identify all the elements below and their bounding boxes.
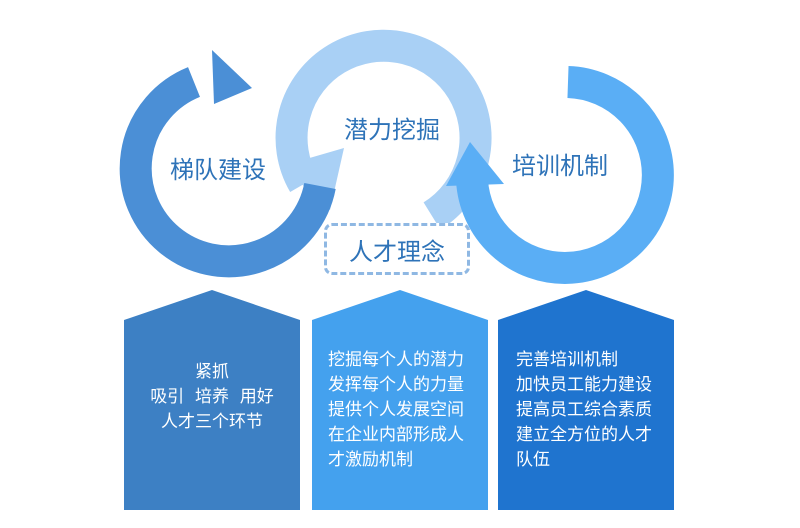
panel-left-shape — [124, 290, 300, 510]
panel-left-text: 紧抓 吸引 培养 用好 人才三个环节 — [124, 360, 300, 435]
panel-middle-line: 才激励机制 — [328, 450, 413, 470]
panel-middle-line: 发挥每个人的力量 — [328, 375, 464, 395]
top-cycle-label: 潜力挖掘 — [344, 116, 440, 144]
left-cycle-ring — [119, 67, 336, 278]
panel-right-line: 提高员工综合素质 — [516, 400, 652, 420]
panel-middle-text: 挖掘每个人的潜力 发挥每个人的力量 提供个人发展空间 在企业内部形成人 才激励机… — [328, 348, 464, 473]
panel-right-line: 队伍 — [516, 450, 550, 470]
panel-middle-line: 在企业内部形成人 — [328, 425, 464, 445]
panel-left-line: 人才三个环节 — [161, 412, 263, 432]
panel-right-line: 完善培训机制 — [516, 350, 618, 370]
panel-middle-line: 挖掘每个人的潜力 — [328, 350, 464, 370]
right-cycle-label: 培训机制 — [512, 152, 608, 180]
right-cycle-ring — [456, 66, 674, 284]
center-concept-box: 人才理念 — [324, 223, 470, 275]
panel-left-line: 紧抓 — [195, 362, 229, 382]
panel-right-text: 完善培训机制 加快员工能力建设 提高员工综合素质 建立全方位的人才 队伍 — [516, 348, 652, 473]
right-cycle-arrowhead — [446, 142, 504, 186]
panel-right-shape — [498, 290, 674, 510]
left-cycle-arrowhead — [212, 50, 252, 104]
panel-right-line: 加快员工能力建设 — [516, 375, 652, 395]
center-concept-label: 人才理念 — [349, 237, 445, 266]
panel-right-line: 建立全方位的人才 — [516, 425, 652, 445]
panel-middle-shape — [312, 290, 488, 510]
panel-left-line: 吸引 培养 用好 — [150, 387, 274, 407]
left-cycle-label: 梯队建设 — [170, 156, 266, 184]
panel-middle-line: 提供个人发展空间 — [328, 400, 464, 420]
